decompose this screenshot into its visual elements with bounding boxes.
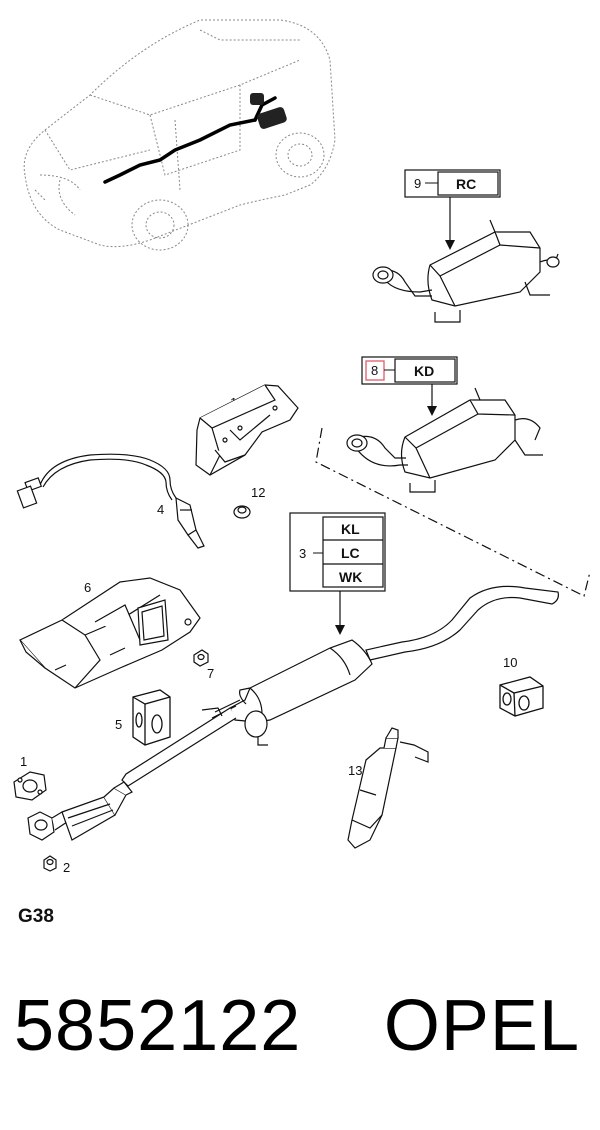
callout-1-number: 1 (20, 754, 27, 769)
part-2-nut (43, 855, 57, 872)
pointer-arrow-8 (427, 406, 437, 416)
part-number: 5852122 (14, 986, 302, 1066)
part-5-rubber-hanger (132, 689, 171, 746)
callout-8-box: 8 KD (361, 356, 458, 385)
part-13-sealant-tube (347, 727, 429, 849)
part-1-gasket (13, 771, 47, 801)
front-pipe-catalytic-converter (27, 781, 133, 841)
callout-9-number: 9 (414, 176, 421, 191)
diagram-page-id: G38 (18, 906, 54, 927)
callout-2-number: 2 (63, 860, 70, 875)
code-rc: RC (456, 176, 476, 192)
part-3-center-pipe (121, 585, 559, 787)
code-lc: LC (341, 545, 360, 561)
callout-13-number: 13 (348, 763, 362, 778)
callout-10-number: 10 (503, 655, 517, 670)
code-wk: WK (339, 569, 362, 585)
part-12-nut (233, 505, 251, 519)
part-7-nut (193, 649, 209, 667)
callout-3-box: 3 KL LC WK (289, 512, 386, 592)
callout-9-box: 9 RC (404, 169, 501, 198)
code-kd: KD (414, 363, 434, 379)
part-9-rear-muffler (372, 219, 560, 323)
callout-5-number: 5 (115, 717, 122, 732)
callout-12-number: 12 (251, 485, 265, 500)
part-8-rear-muffler (346, 387, 543, 493)
car-exhaust-highlight (103, 96, 277, 184)
code-kl: KL (341, 521, 360, 537)
part-4-oxygen-sensor (16, 453, 205, 549)
car-exhaust-muffler (250, 93, 287, 129)
brand-name: OPEL (383, 986, 580, 1066)
pointer-arrow-3 (335, 625, 345, 635)
callout-8-number: 8 (371, 363, 378, 378)
callout-3-number: 3 (299, 546, 306, 561)
pointer-arrow-9 (445, 240, 455, 250)
callout-4-number: 4 (157, 502, 164, 517)
car-outline-illustration (23, 19, 336, 251)
part-11-heat-shield (195, 384, 299, 476)
callout-7-number: 7 (207, 666, 214, 681)
part-10-rubber-hanger (499, 676, 544, 717)
callout-6-number: 6 (84, 580, 91, 595)
part-6-front-heat-shield (19, 577, 201, 689)
dash-dot-boundary (315, 427, 591, 597)
